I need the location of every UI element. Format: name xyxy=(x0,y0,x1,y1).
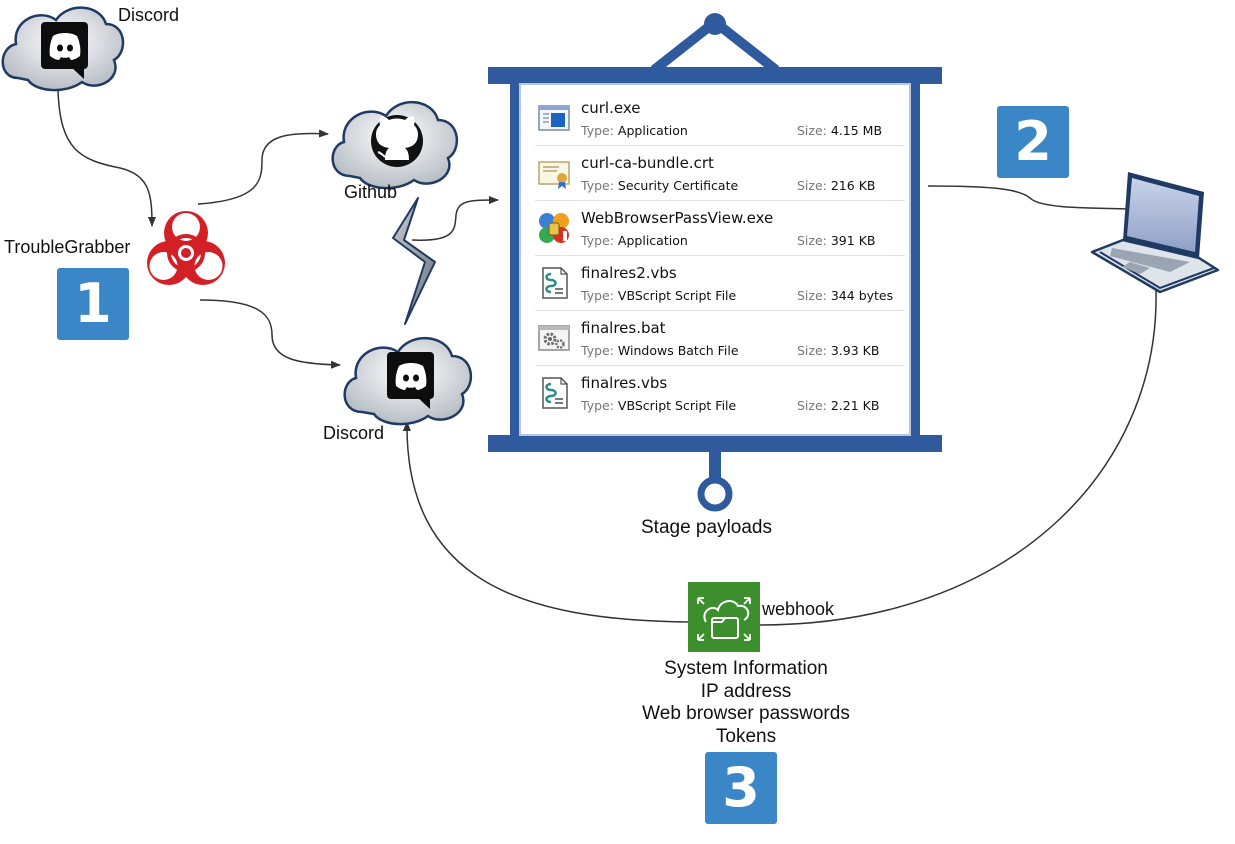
arrow-troublegrabber-to-github xyxy=(197,129,329,205)
file-row[interactable]: curl.exe Type: Application Size: 4.15 MB xyxy=(535,90,905,146)
file-row[interactable]: finalres.bat Type: Windows Batch File Si… xyxy=(535,310,905,366)
browser-passview-icon xyxy=(539,213,569,243)
file-name: finalres.bat xyxy=(581,319,666,337)
file-row[interactable]: curl-ca-bundle.crt Type: Security Certif… xyxy=(535,145,905,201)
github-cloud xyxy=(331,100,459,190)
webhook-icon xyxy=(688,582,760,652)
arrow-discord-to-troublegrabber xyxy=(57,89,156,227)
exfiltrated-data-list: System Information IP address Web browse… xyxy=(612,658,880,748)
github-label: Github xyxy=(344,182,398,202)
certificate-icon xyxy=(538,161,570,189)
file-size: Size: 344 bytes xyxy=(797,288,894,303)
file-size: Size: 391 KB xyxy=(797,233,876,248)
arrow-board-to-laptop xyxy=(927,185,1137,213)
troublegrabber-label: TroubleGrabber xyxy=(4,237,131,257)
payload-file-list: curl.exe Type: Application Size: 4.15 MB… xyxy=(527,90,907,428)
vbscript-icon xyxy=(542,267,568,299)
exfil-item: IP address xyxy=(700,680,792,702)
discord-logo-icon xyxy=(49,33,81,60)
file-name: finalres.vbs xyxy=(581,374,668,392)
application-window-icon xyxy=(538,105,570,131)
batch-gear-icon xyxy=(538,325,570,351)
laptop-icon xyxy=(1090,172,1220,294)
file-row[interactable]: WebBrowserPassView.exe Type: Application… xyxy=(535,200,905,256)
file-type: Type: VBScript Script File xyxy=(581,288,737,303)
lightning-bolt-icon xyxy=(392,197,436,325)
file-type: Type: VBScript Script File xyxy=(581,398,737,413)
file-type: Type: Application xyxy=(581,123,688,138)
file-size: Size: 3.93 KB xyxy=(797,343,880,358)
exfil-item: Tokens xyxy=(715,725,777,747)
arrow-laptop-to-webhook xyxy=(759,289,1157,626)
discord-middle-label: Discord xyxy=(323,423,385,443)
webhook-label: webhook xyxy=(762,599,835,619)
stage-payloads-label: Stage payloads xyxy=(641,517,772,538)
file-type: Type: Windows Batch File xyxy=(581,343,739,358)
step-badge-1: 1 xyxy=(57,268,129,340)
file-type: Type: Application xyxy=(581,233,688,248)
discord-cloud-middle xyxy=(343,337,473,426)
exfil-item: System Information xyxy=(664,658,828,679)
step-badge-3: 3 xyxy=(705,752,777,824)
vbscript-icon xyxy=(542,377,568,409)
file-size: Size: 2.21 KB xyxy=(797,398,880,413)
file-row[interactable]: finalres.vbs Type: VBScript Script File … xyxy=(535,365,905,420)
biohazard-icon xyxy=(147,211,225,285)
discord-top-label: Discord xyxy=(118,5,180,25)
file-row[interactable]: finalres2.vbs Type: VBScript Script File… xyxy=(535,255,905,311)
arrow-troublegrabber-to-discord xyxy=(199,299,341,369)
file-size: Size: 4.15 MB xyxy=(797,123,883,138)
file-type: Type: Security Certificate xyxy=(581,178,739,193)
file-name: curl-ca-bundle.crt xyxy=(581,154,714,172)
step-badge-2: 2 xyxy=(997,106,1069,178)
discord-cloud-top xyxy=(1,6,125,92)
file-name: WebBrowserPassView.exe xyxy=(581,209,774,227)
file-name: curl.exe xyxy=(581,99,641,117)
github-logo-icon xyxy=(371,115,423,167)
arrow-to-stage-payloads xyxy=(411,196,499,241)
file-name: finalres2.vbs xyxy=(581,264,677,282)
exfil-item: Web browser passwords xyxy=(642,703,850,724)
arrow-webhook-to-discord xyxy=(402,421,689,623)
file-size: Size: 216 KB xyxy=(797,178,876,193)
